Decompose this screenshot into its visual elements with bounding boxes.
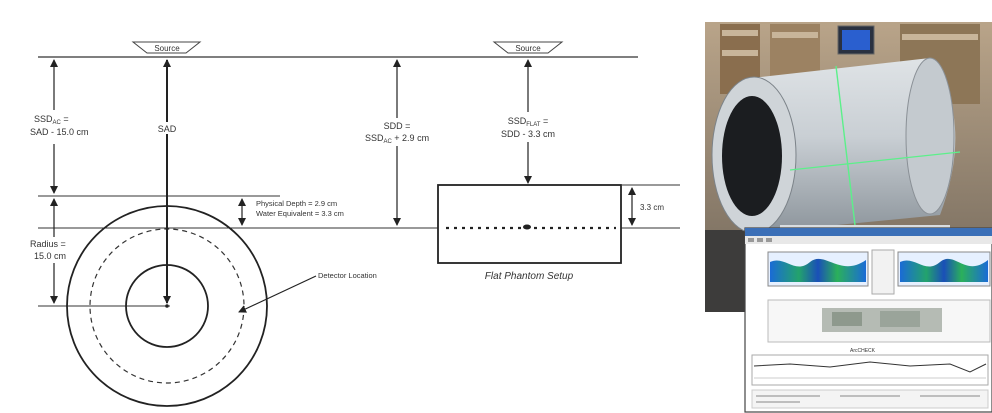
ssd-flat-formula: SDD - 3.3 cm bbox=[501, 129, 555, 139]
source-left-label: Source bbox=[154, 44, 180, 53]
flat-depth-label: 3.3 cm bbox=[640, 203, 664, 212]
sdd-formula: SSDAC + 2.9 cm bbox=[365, 133, 429, 145]
source-right-label: Source bbox=[515, 44, 541, 53]
software-title: ArcCHECK bbox=[850, 348, 876, 354]
flat-phantom-box bbox=[437, 184, 622, 264]
physical-depth-label: Physical Depth = 2.9 cm bbox=[256, 199, 337, 208]
radius-label: Radius = bbox=[30, 239, 66, 249]
flat-phantom-caption: Flat Phantom Setup bbox=[485, 271, 574, 282]
source-right: Source bbox=[492, 41, 564, 54]
source-left: Source bbox=[131, 41, 202, 54]
cylindrical-phantom bbox=[711, 57, 961, 235]
sdd-label: SDD = bbox=[384, 121, 411, 131]
water-equivalent-label: Water Equivalent = 3.3 cm bbox=[256, 209, 344, 218]
radius-value: 15.0 cm bbox=[34, 251, 66, 261]
ssd-ac-formula: SAD - 15.0 cm bbox=[30, 127, 89, 137]
sad-label: SAD bbox=[158, 124, 177, 134]
phantom-photo: ArcCHECK bbox=[705, 22, 992, 413]
schematic: Source Source SSDAC = SAD - 15.0 cm Radi… bbox=[26, 41, 680, 407]
ssd-flat-label: SSDFLAT = bbox=[508, 116, 549, 128]
detector-location-pointer bbox=[238, 275, 317, 313]
ssd-ac-label: SSDAC = bbox=[34, 114, 69, 126]
software-window: ArcCHECK bbox=[744, 227, 992, 413]
detector-location-label: Detector Location bbox=[318, 271, 377, 280]
